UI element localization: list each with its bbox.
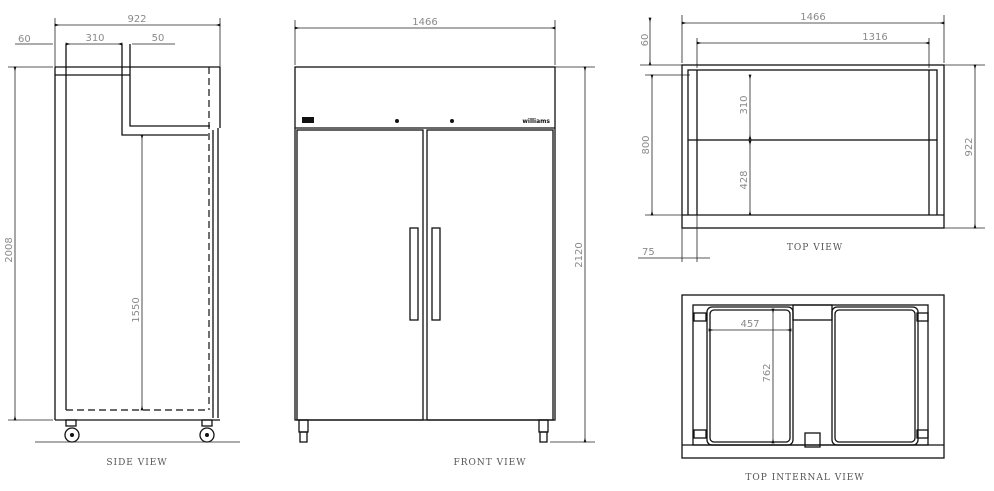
- dim-label-internal-width: 1316: [862, 32, 887, 43]
- caster-icon: [64, 419, 80, 443]
- control-panel-icon: [302, 117, 314, 123]
- top-internal-view: 457 762 TOP INTERNAL VIEW: [681, 294, 945, 483]
- front-view: 1466 williams 2120 FRONT VIEW: [294, 17, 595, 468]
- dim-label-offset-top: 60: [640, 34, 651, 47]
- left-shelf: [706, 306, 794, 446]
- dim-label-internal-depth: 800: [641, 135, 652, 154]
- dim-label-gap: 50: [152, 33, 165, 44]
- right-shelf: [831, 306, 919, 446]
- front-view-caption: FRONT VIEW: [453, 458, 526, 468]
- dim-label-depth-upper: 310: [739, 95, 750, 114]
- side-view-caption: SIDE VIEW: [106, 458, 167, 468]
- leg-icon: [538, 419, 549, 443]
- leg-icon: [298, 419, 309, 443]
- dim-label-height: 2120: [574, 242, 585, 267]
- dim-label-internal-height: 1550: [131, 297, 142, 322]
- left-door: [296, 129, 424, 421]
- brand-logo: williams: [522, 118, 550, 125]
- left-door-handle: [409, 227, 419, 321]
- top-view: 1466 1316 60 310 428 800 922 75 TOP VIEW: [638, 12, 985, 262]
- top-internal-view-caption: TOP INTERNAL VIEW: [745, 473, 864, 483]
- dim-label-side-offset: 75: [642, 247, 655, 258]
- dim-label-width: 1466: [800, 12, 825, 23]
- dim-label-shelf-depth: 762: [762, 363, 773, 382]
- dim-label-offset-front: 60: [18, 34, 31, 45]
- right-door-handle: [431, 227, 441, 321]
- dim-label-height: 2008: [4, 237, 15, 262]
- dim-label-depth: 922: [127, 14, 146, 25]
- dim-label-top-section: 310: [85, 33, 104, 44]
- dim-label-depth-lower: 428: [739, 170, 750, 189]
- caster-icon: [199, 419, 215, 443]
- dim-label-depth: 922: [964, 137, 975, 156]
- right-door: [426, 129, 554, 421]
- dim-label-width: 1466: [412, 17, 437, 28]
- dim-label-shelf-width: 457: [740, 319, 759, 330]
- side-view: 922 60 310 50 2008: [4, 14, 240, 468]
- top-view-caption: TOP VIEW: [787, 243, 843, 253]
